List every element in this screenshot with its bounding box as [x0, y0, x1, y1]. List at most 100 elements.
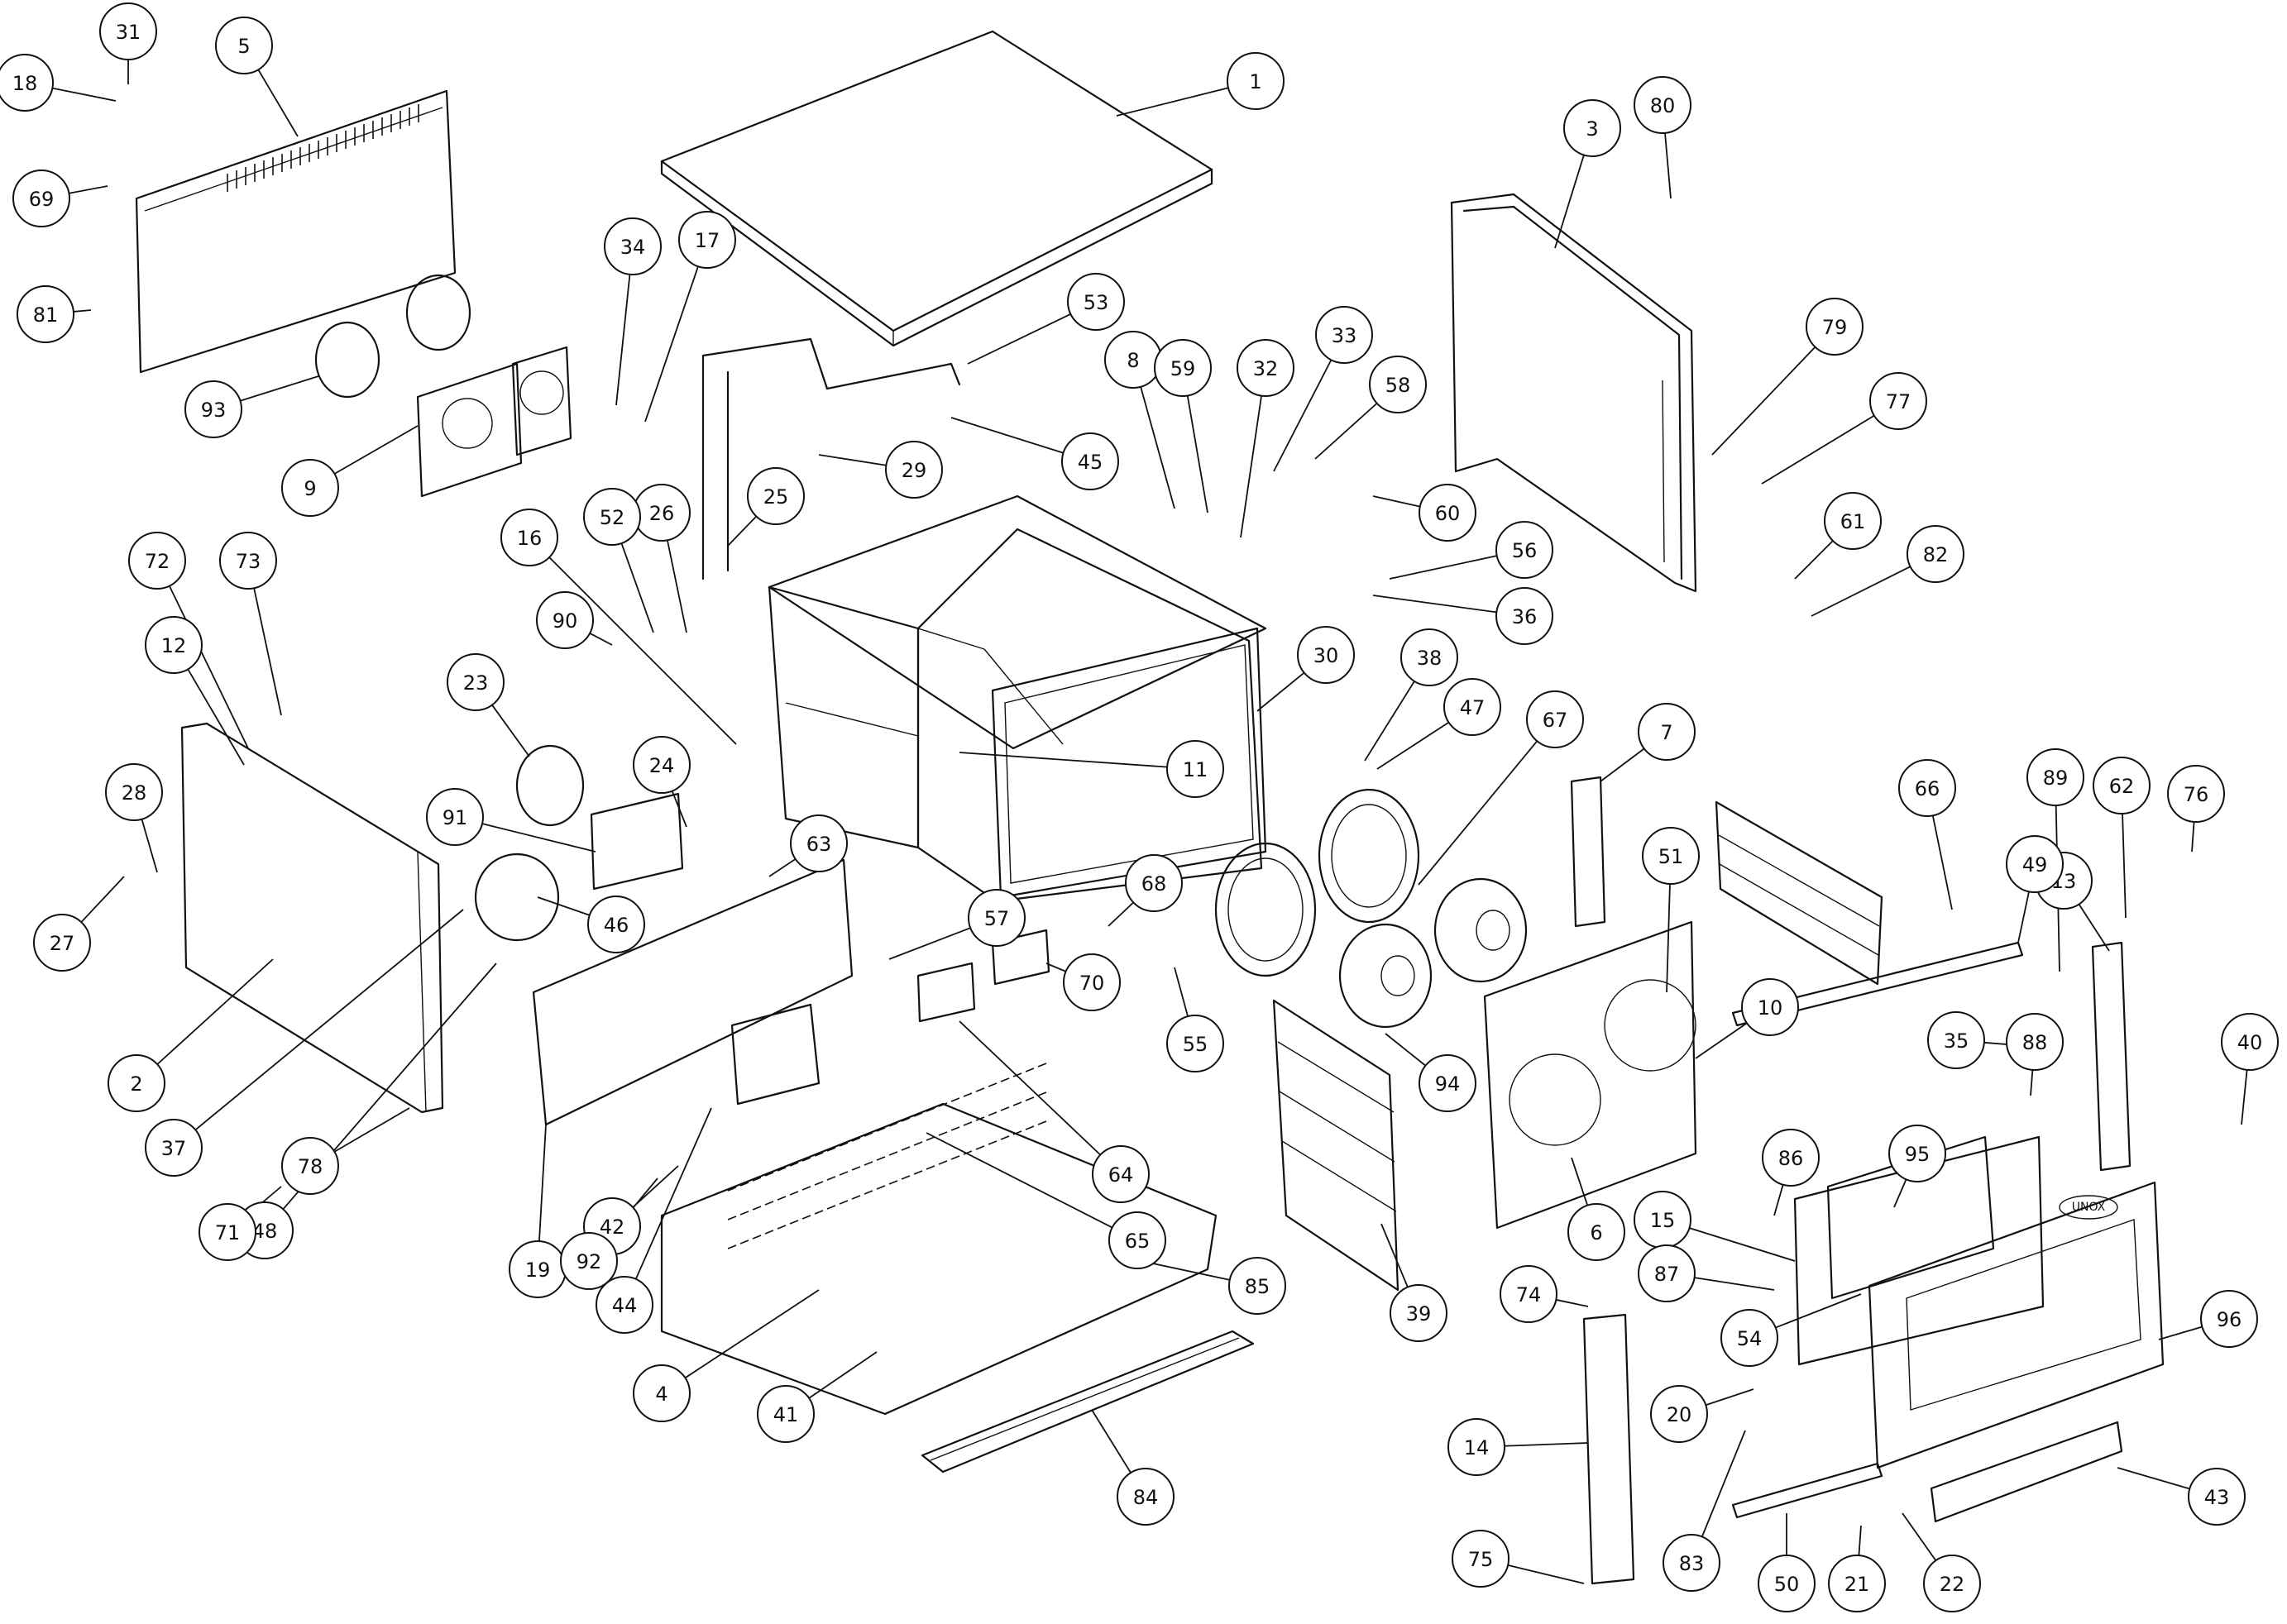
- callout-61: 61: [1824, 492, 1882, 550]
- callout-26: 26: [633, 484, 691, 542]
- callout-number: 92: [577, 1250, 602, 1273]
- leader-line-78: [333, 1107, 410, 1153]
- callout-number: 70: [1079, 972, 1105, 995]
- callout-51: 51: [1642, 827, 1700, 885]
- callout-24: 24: [633, 736, 691, 794]
- callout-number: 22: [1940, 1573, 1965, 1596]
- vent-slot: [752, 1177, 762, 1182]
- vent-slot: [1037, 1063, 1047, 1068]
- callout-66: 66: [1898, 759, 1956, 817]
- leader-line-7: [1600, 748, 1645, 782]
- callout-number: 60: [1435, 502, 1461, 525]
- callout-number: 53: [1084, 291, 1109, 314]
- leader-line-79: [1711, 346, 1816, 456]
- callout-10: 10: [1741, 978, 1799, 1036]
- callout-circle: [1092, 1145, 1150, 1203]
- callout-number: 90: [553, 609, 578, 633]
- callout-number: 42: [600, 1216, 625, 1239]
- callout-12: 12: [145, 616, 203, 674]
- callout-number: 1: [1249, 70, 1261, 93]
- callout-number: 75: [1468, 1548, 1494, 1571]
- leader-line-21: [1858, 1525, 1862, 1556]
- column-part: [1582, 1313, 1635, 1585]
- callout-62: 62: [2093, 757, 2151, 814]
- callout-number: 18: [12, 72, 38, 95]
- callout-circle: [281, 459, 339, 517]
- leader-line-72: [169, 585, 249, 749]
- vent-slot: [839, 1171, 849, 1176]
- callout-number: 83: [1679, 1552, 1705, 1575]
- callout-circle: [560, 1232, 618, 1290]
- callout-93: 93: [184, 380, 242, 438]
- leader-line-59: [1186, 395, 1208, 513]
- leader-line-20: [1705, 1388, 1754, 1407]
- callout-circle: [1067, 273, 1125, 331]
- callout-number: 35: [1944, 1029, 1969, 1053]
- callout-circle: [757, 1385, 815, 1443]
- callout-circle: [1634, 76, 1691, 134]
- callout-circle: [633, 1364, 691, 1422]
- callout-76: 76: [2167, 765, 2225, 823]
- vent-slot: [950, 1126, 960, 1131]
- leader-line-88: [2030, 1069, 2034, 1096]
- callout-45: 45: [1061, 432, 1119, 490]
- callout-circle: [1495, 587, 1553, 645]
- callout-circle: [1642, 827, 1700, 885]
- callout-28: 28: [105, 763, 163, 821]
- callout-34: 34: [604, 217, 662, 275]
- callout-number: 17: [695, 229, 720, 252]
- callout-circle: [447, 653, 505, 711]
- callout-number: 95: [1905, 1143, 1931, 1166]
- callout-96: 96: [2200, 1290, 2258, 1348]
- callout-circle: [1063, 953, 1121, 1011]
- callout-number: 23: [463, 671, 489, 695]
- callout-number: 85: [1245, 1275, 1270, 1298]
- vent-slot: [826, 1147, 836, 1152]
- callout-number: 26: [649, 502, 675, 525]
- door-part: UNOX: [1868, 1181, 2165, 1469]
- callout-circle: [596, 1276, 653, 1334]
- vent-slot: [888, 1122, 898, 1127]
- callout-number: 5: [237, 35, 250, 58]
- callout-number: 16: [517, 527, 543, 550]
- callout-circle: [1117, 1468, 1175, 1526]
- callout-circle: [1500, 1265, 1557, 1323]
- callout-number: 39: [1406, 1302, 1432, 1325]
- callout-circle: [968, 889, 1026, 947]
- callout-50: 50: [1758, 1555, 1816, 1612]
- leader-line-24: [671, 791, 687, 828]
- leader-line-12: [187, 668, 245, 766]
- leader-line-47: [1376, 721, 1450, 770]
- callout-79: 79: [1806, 298, 1864, 356]
- callout-55: 55: [1166, 1015, 1224, 1072]
- callout-circle: [1452, 1530, 1510, 1588]
- callout-77: 77: [1869, 372, 1927, 430]
- vent-slot: [1025, 1125, 1035, 1130]
- callout-number: 46: [604, 914, 629, 937]
- callout-82: 82: [1907, 525, 1964, 583]
- leader-line-5: [257, 69, 299, 137]
- vent-slot: [814, 1181, 824, 1186]
- callout-52: 52: [583, 488, 641, 546]
- pipes-part: [701, 337, 961, 580]
- leader-line-75: [1507, 1564, 1585, 1584]
- callout-85: 85: [1228, 1257, 1286, 1315]
- vent-slot: [901, 1146, 911, 1151]
- callout-circle: [1297, 626, 1355, 684]
- contactor-70-part: [991, 929, 1050, 986]
- vent-slot: [1000, 1077, 1010, 1082]
- vent-slot: [727, 1216, 737, 1220]
- callout-circle: [1125, 854, 1183, 912]
- callout-60: 60: [1419, 484, 1476, 542]
- vent-slot: [913, 1170, 923, 1175]
- hose-46-part: [474, 853, 560, 942]
- leader-line-3: [1554, 155, 1585, 249]
- heating-coils-part: [1214, 788, 1420, 977]
- callout-number: 56: [1512, 539, 1538, 562]
- leader-line-43: [2117, 1467, 2190, 1490]
- callout-circle: [1869, 372, 1927, 430]
- contactor-64-part: [916, 962, 976, 1023]
